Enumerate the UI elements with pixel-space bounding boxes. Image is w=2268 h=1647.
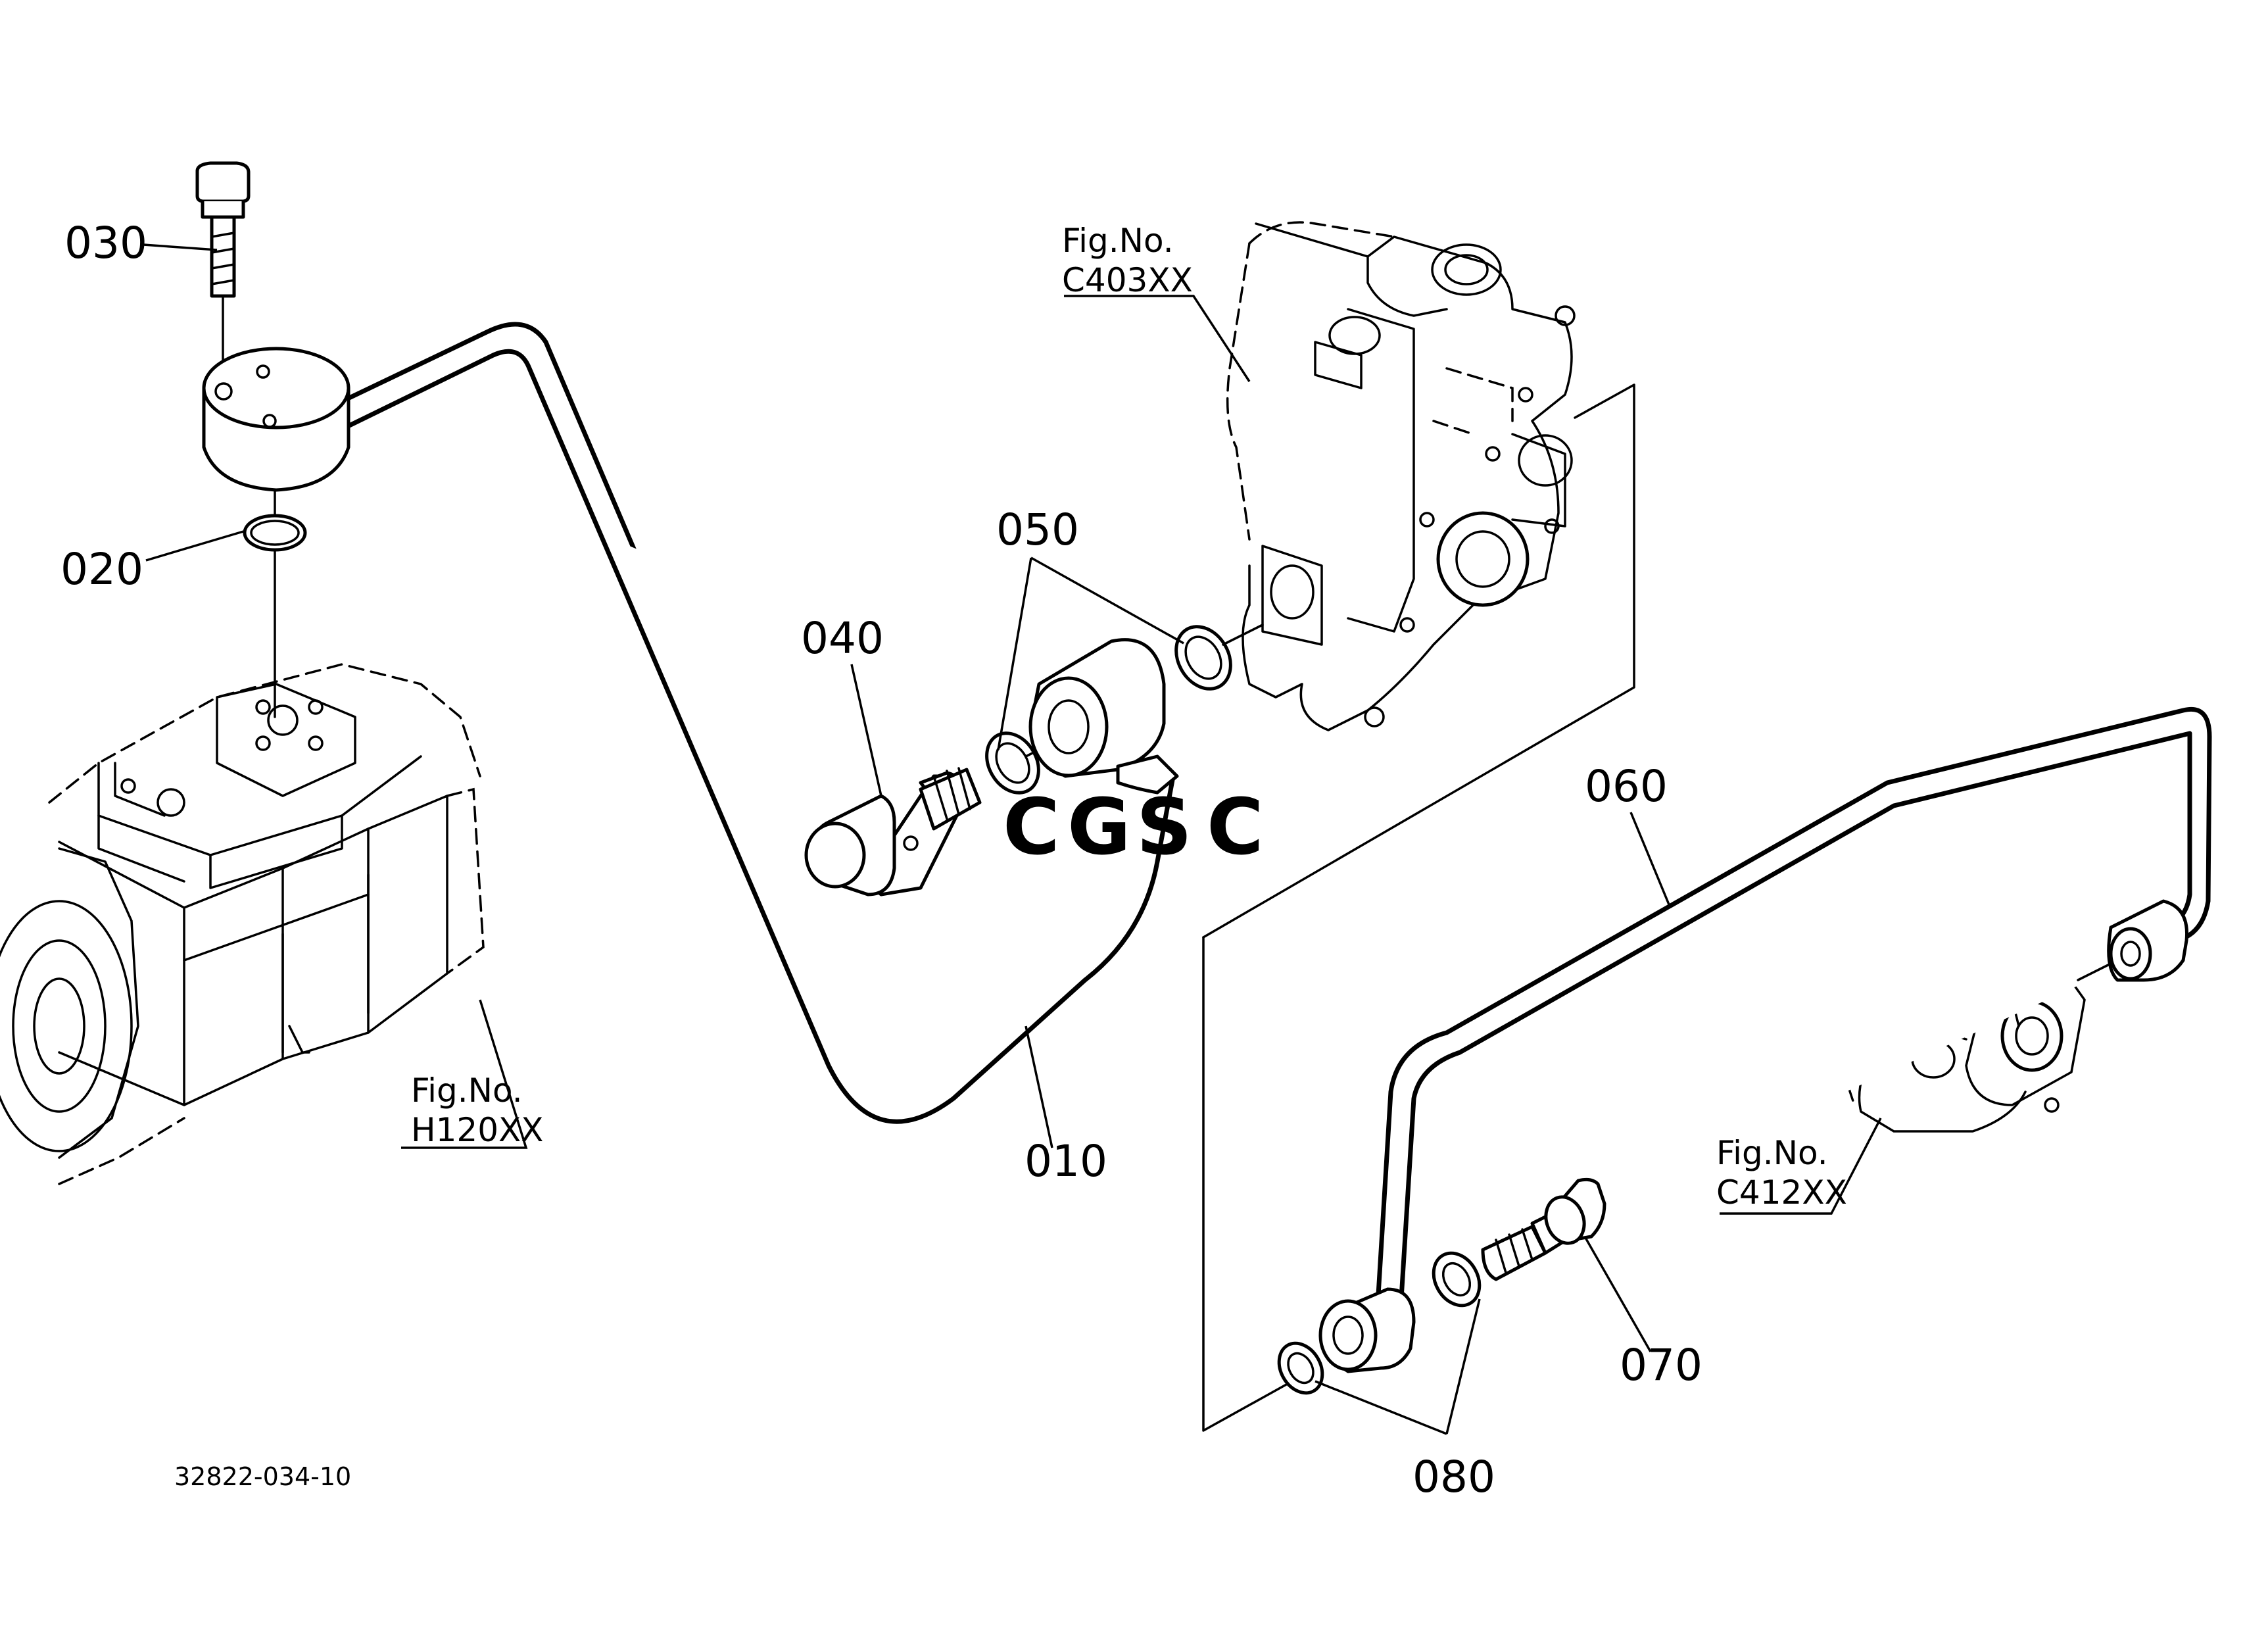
drawing-number: 32822-034-10 bbox=[174, 1462, 351, 1491]
hydraulic-pump bbox=[0, 663, 485, 1185]
part-040-banjo-bolt bbox=[804, 767, 982, 897]
pipe-060-eye bbox=[1318, 1287, 1416, 1373]
callout-labels: 010 020 030 040 050 060 070 080 bbox=[60, 218, 1702, 1502]
pipe-060-end-fitting bbox=[2077, 899, 2189, 982]
fig-ref-code: C412XX bbox=[1716, 1173, 1847, 1212]
callout-050: 050 bbox=[996, 504, 1079, 555]
watermark-letter-c2: C bbox=[1207, 781, 1264, 872]
callout-010: 010 bbox=[1025, 1136, 1107, 1187]
pipe-010-eye bbox=[1028, 638, 1179, 795]
assembly-frame bbox=[1202, 383, 1635, 1432]
callout-030: 030 bbox=[64, 218, 147, 268]
fig-ref-title: Fig.No. bbox=[1716, 1134, 1828, 1172]
fig-ref-c412xx: Fig.No. C412XX bbox=[1716, 1134, 1847, 1212]
fig-ref-title: Fig.No. bbox=[1062, 222, 1174, 260]
callout-020: 020 bbox=[60, 544, 143, 595]
callout-070: 070 bbox=[1620, 1340, 1702, 1390]
fig-ref-code: C403XX bbox=[1062, 261, 1193, 299]
part-050-washers bbox=[985, 624, 1264, 795]
part-020-o-ring bbox=[243, 514, 307, 552]
callout-040: 040 bbox=[801, 613, 884, 664]
fig-ref-code: H120XX bbox=[411, 1111, 544, 1149]
leader-lines bbox=[143, 243, 1882, 1435]
fig-ref-c403xx: Fig.No. C403XX bbox=[1062, 222, 1193, 299]
pipe-060 bbox=[1375, 707, 2212, 1310]
cgsc-watermark: C G S C bbox=[1003, 781, 1264, 872]
watermark-letter-g: G bbox=[1067, 781, 1131, 872]
fig-ref-title: Fig.No. bbox=[411, 1071, 523, 1110]
fig-ref-h120xx: Fig.No. H120XX bbox=[411, 1071, 544, 1149]
part-070-banjo-bolt bbox=[1481, 1177, 1606, 1281]
callout-060: 060 bbox=[1585, 761, 1668, 812]
banjo-block bbox=[202, 347, 350, 718]
control-valve-top bbox=[1226, 221, 1576, 731]
callout-080: 080 bbox=[1412, 1452, 1495, 1502]
watermark-letter-s: S bbox=[1136, 781, 1192, 872]
part-080-washers bbox=[1277, 1251, 1482, 1395]
pipe-010 bbox=[334, 322, 1176, 1124]
watermark-letter-c1: C bbox=[1003, 781, 1060, 872]
